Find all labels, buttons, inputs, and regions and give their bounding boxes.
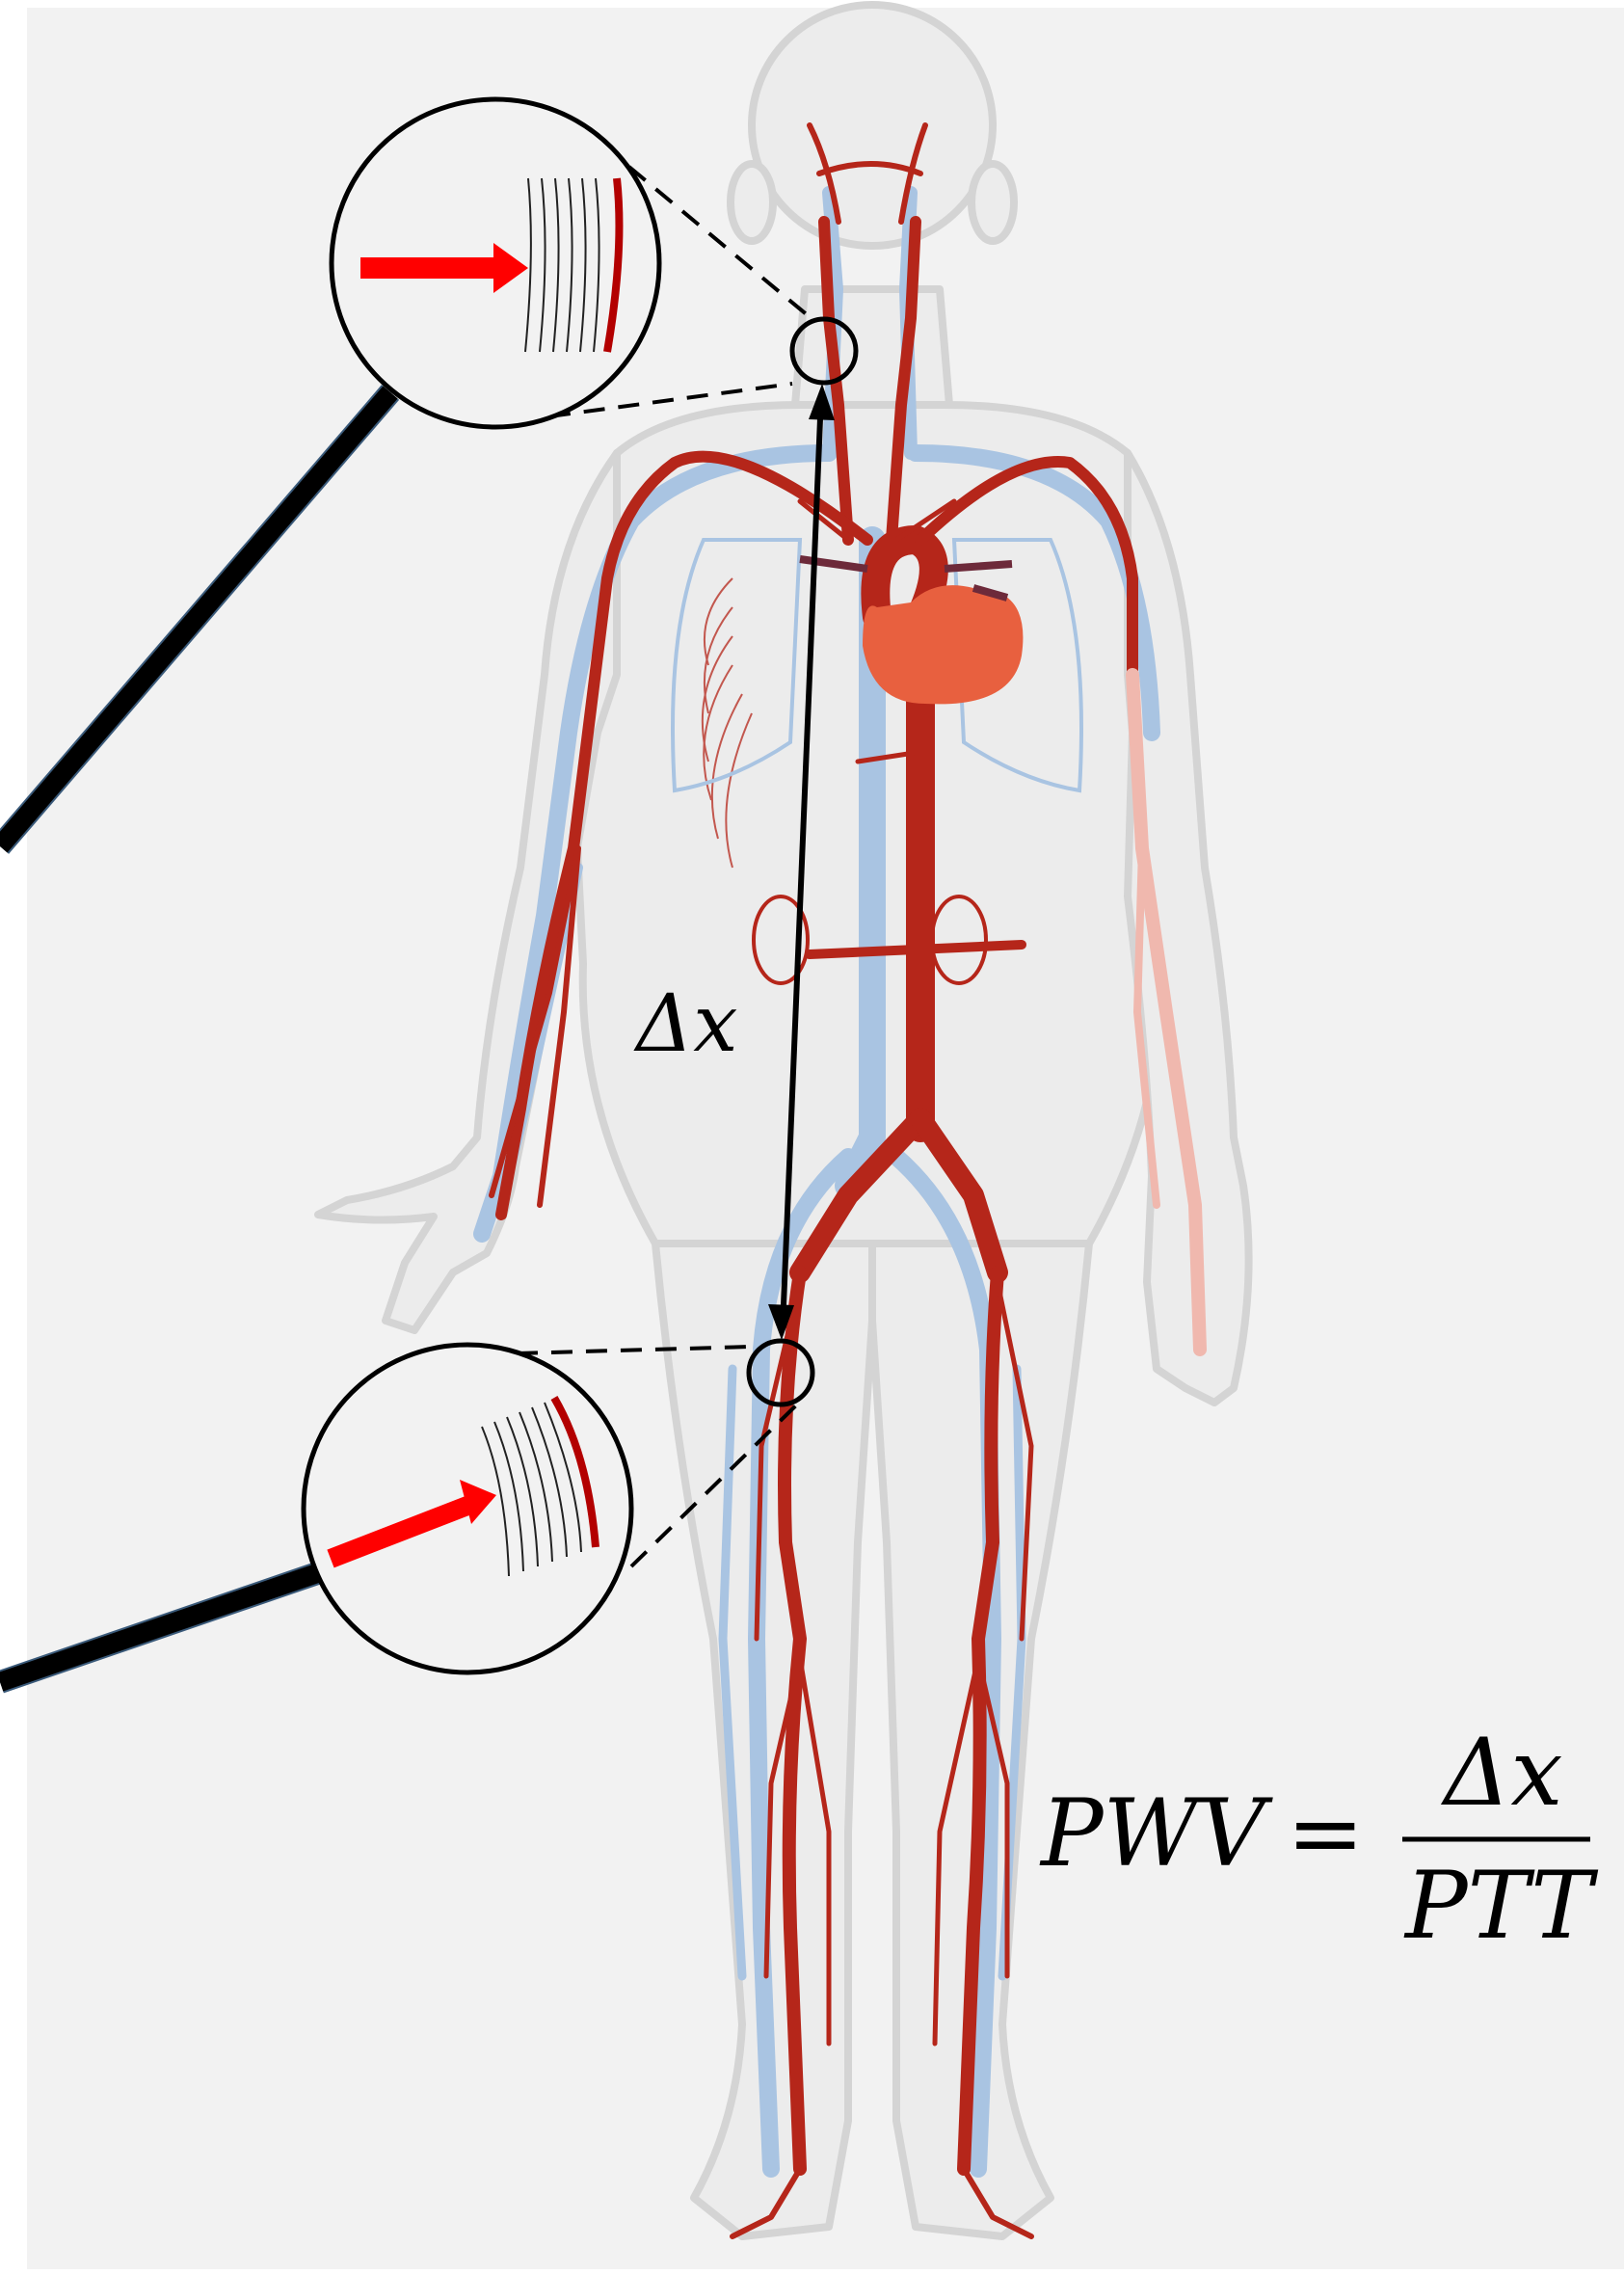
neck <box>795 289 949 405</box>
ear-left <box>731 164 773 241</box>
magnifier-icon <box>332 99 659 427</box>
formula-denominator: PTT <box>1403 1852 1598 1960</box>
formula-equals: = <box>1287 1779 1364 1887</box>
magnifier-icon <box>304 1345 631 1672</box>
formula-lhs: PWV <box>1039 1779 1273 1887</box>
formula-numerator: Δx <box>1440 1719 1562 1827</box>
head <box>752 5 993 246</box>
delta-x-label: Δx <box>633 978 737 1070</box>
ear-right <box>972 164 1014 241</box>
